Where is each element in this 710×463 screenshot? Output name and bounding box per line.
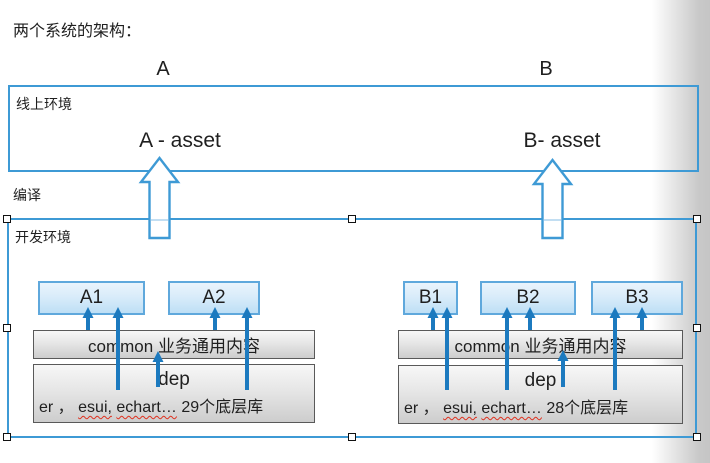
compile-label[interactable]: 编译 xyxy=(13,187,41,203)
system-a-label[interactable]: A xyxy=(156,58,170,80)
selection-handle-middle-right[interactable] xyxy=(693,324,701,332)
online-environment-box[interactable]: 线上环境 A - asset B- asset xyxy=(8,85,699,172)
a-asset-text[interactable]: A - asset xyxy=(139,129,221,152)
dep-libs-line: er ， esui, echart… 28个底层库 xyxy=(404,394,628,418)
selection-handle-top-left[interactable] xyxy=(3,215,11,223)
dep-line-end: 28个底层库 xyxy=(546,400,629,417)
dev-environment-label: 开发环境 xyxy=(15,229,71,245)
selection-handle-top-right[interactable] xyxy=(693,215,701,223)
module-label: A2 xyxy=(202,287,226,308)
dep-lib-esui: esui, xyxy=(78,399,112,416)
dep-box-a[interactable]: dep er ， esui, echart… 29个底层库 xyxy=(33,364,315,423)
module-label: B1 xyxy=(418,287,443,308)
dep-title: dep xyxy=(524,370,557,391)
selection-handle-bottom-middle[interactable] xyxy=(348,433,356,441)
online-environment-label: 线上环境 xyxy=(16,96,72,112)
module-box-b2[interactable]: B2 xyxy=(480,281,576,315)
module-box-b3[interactable]: B3 xyxy=(591,281,683,315)
dep-lib-echart: echart… xyxy=(481,400,542,417)
dep-lib-esui: esui, xyxy=(443,400,477,417)
dep-title: dep xyxy=(158,369,190,390)
common-label: common 业务通用内容 xyxy=(88,337,260,356)
selection-handle-middle-left[interactable] xyxy=(3,324,11,332)
system-b-label[interactable]: B xyxy=(539,58,553,80)
dep-line-start: er ， xyxy=(404,400,439,417)
common-label: common 业务通用内容 xyxy=(454,337,627,356)
selection-handle-bottom-left[interactable] xyxy=(3,433,11,441)
module-label: A1 xyxy=(79,287,104,308)
dep-lib-echart: echart… xyxy=(116,399,177,416)
module-box-a2[interactable]: A2 xyxy=(168,281,260,315)
page-title[interactable]: 两个系统的架构： xyxy=(13,23,142,40)
selection-handle-top-middle[interactable] xyxy=(348,215,356,223)
module-label: B3 xyxy=(625,287,649,308)
dep-box-b[interactable]: dep er ， esui, echart… 28个底层库 xyxy=(398,365,683,424)
module-label: B2 xyxy=(516,287,540,308)
dep-line-start: er ， xyxy=(39,399,74,416)
selection-handle-bottom-right[interactable] xyxy=(693,433,701,441)
b-asset-text[interactable]: B- asset xyxy=(523,129,601,152)
dep-line-end: 29个底层库 xyxy=(181,399,264,416)
module-box-a1[interactable]: A1 xyxy=(38,281,145,315)
common-box-b[interactable]: common 业务通用内容 xyxy=(398,330,683,359)
module-box-b1[interactable]: B1 xyxy=(403,281,458,315)
dep-libs-line: er ， esui, echart… 29个底层库 xyxy=(39,393,263,417)
common-box-a[interactable]: common 业务通用内容 xyxy=(33,330,315,359)
